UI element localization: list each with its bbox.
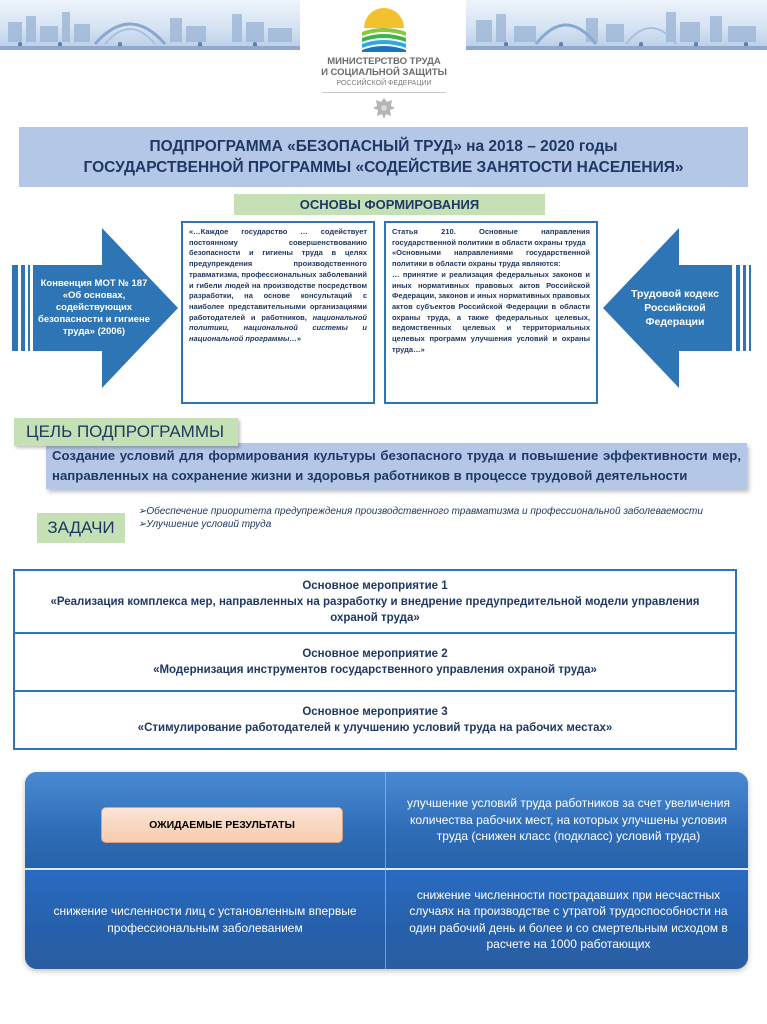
measure-text: «Реализация комплекса мер, направленных … xyxy=(15,594,735,626)
ministry-name-line2: И СОЦИАЛЬНОЙ ЗАЩИТЫ xyxy=(318,67,450,78)
ministry-logo: МИНИСТЕРСТВО ТРУДА И СОЦИАЛЬНОЙ ЗАЩИТЫ Р… xyxy=(318,0,450,125)
expected-results-panel: ОЖИДАЕМЫЕ РЕЗУЛЬТАТЫ улучшение условий т… xyxy=(25,772,748,969)
ministry-name-line1: МИНИСТЕРСТВО ТРУДА xyxy=(318,56,450,67)
result-item: улучшение условий труда работников за сч… xyxy=(389,772,748,868)
labour-code-label: Трудовой кодекс Российской Федерации xyxy=(620,272,730,344)
quote-left-end: » xyxy=(297,334,301,343)
quote-right-intro: «Основными направлениями государственной… xyxy=(392,248,590,269)
measure-text: «Модернизация инструментов государственн… xyxy=(127,662,623,678)
header-banner-right xyxy=(466,0,767,50)
basis-label: ОСНОВЫ ФОРМИРОВАНИЯ xyxy=(234,194,545,215)
cityscape-illustration xyxy=(466,0,767,50)
measure-heading: Основное мероприятие 3 xyxy=(302,704,447,720)
ministry-country: РОССИЙСКОЙ ФЕДЕРАЦИИ xyxy=(318,80,450,87)
expected-results-label: ОЖИДАЕМЫЕ РЕЗУЛЬТАТЫ xyxy=(101,807,343,843)
measure-heading: Основное мероприятие 1 xyxy=(302,578,447,594)
goal-text: Создание условий для формирования культу… xyxy=(46,443,747,489)
quote-right-article: Статья 210. Основные направления государ… xyxy=(392,227,590,248)
goal-label: ЦЕЛЬ ПОДПРОГРАММЫ xyxy=(14,418,238,446)
page-title: ПОДПРОГРАММА «БЕЗОПАСНЫЙ ТРУД» на 2018 –… xyxy=(19,127,748,187)
ministry-name: МИНИСТЕРСТВО ТРУДА И СОЦИАЛЬНОЙ ЗАЩИТЫ xyxy=(318,56,450,78)
measure-heading: Основное мероприятие 2 xyxy=(302,646,447,662)
main-measure-2: Основное мероприятие 2 «Модернизация инс… xyxy=(13,632,737,692)
coat-of-arms-icon xyxy=(371,95,397,121)
title-line-1: ПОДПРОГРАММА «БЕЗОПАСНЫЙ ТРУД» на 2018 –… xyxy=(149,136,617,157)
ilo-convention-label: Конвенция МОТ № 187 «Об основах, содейст… xyxy=(36,272,152,344)
task-item: ➢Улучшение условий труда xyxy=(138,518,732,531)
main-measure-1: Основное мероприятие 1 «Реализация компл… xyxy=(13,569,737,634)
title-line-2: ГОСУДАРСТВЕННОЙ ПРОГРАММЫ «СОДЕЙСТВИЕ ЗА… xyxy=(84,157,684,178)
cityscape-illustration xyxy=(0,0,300,50)
ilo-convention-quote: «…Каждое государство … содействует посто… xyxy=(181,221,375,404)
measure-text: «Стимулирование работодателей к улучшени… xyxy=(112,720,639,736)
ministry-logo-icon xyxy=(360,2,408,52)
logo-divider xyxy=(322,92,446,93)
main-measure-3: Основное мероприятие 3 «Стимулирование р… xyxy=(13,690,737,750)
task-item: ➢Обеспечение приоритета предупреждения п… xyxy=(138,505,732,518)
results-divider xyxy=(385,772,386,969)
tasks-label: ЗАДАЧИ xyxy=(37,513,125,543)
tasks-list: ➢Обеспечение приоритета предупреждения п… xyxy=(138,505,732,531)
result-item: снижение численности лиц с установленным… xyxy=(25,870,385,969)
result-item: снижение численности пострадавших при не… xyxy=(389,870,748,969)
quote-right-body: … принятие и реализация федеральных зако… xyxy=(392,270,590,356)
task-text: Обеспечение приоритета предупреждения пр… xyxy=(146,506,703,517)
labour-code-quote: Статья 210. Основные направления государ… xyxy=(384,221,598,404)
header-banner-left xyxy=(0,0,300,50)
quote-left-text: «…Каждое государство … содействует посто… xyxy=(189,227,367,322)
task-text: Улучшение условий труда xyxy=(146,519,271,530)
